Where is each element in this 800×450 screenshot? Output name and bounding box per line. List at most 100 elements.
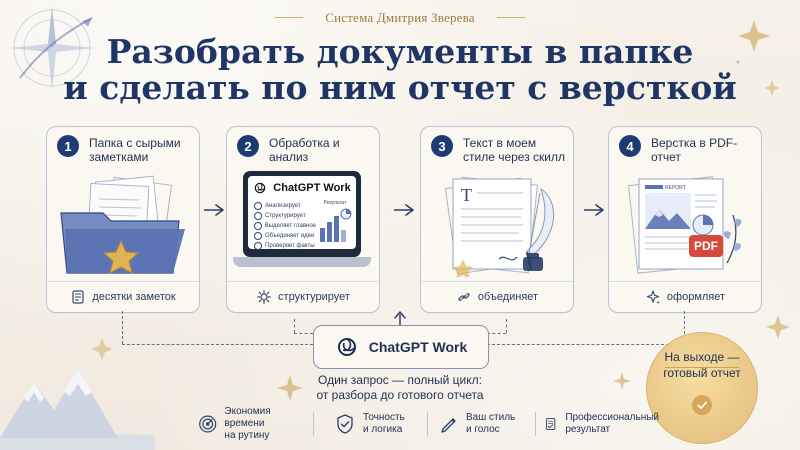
step-footer: десятки заметок (47, 281, 199, 312)
checklist-label: Объединяет идеи (265, 233, 315, 239)
chatgpt-logo-icon (255, 182, 266, 194)
laptop-screen: ChatGPT Work Анализирует Структурирует В… (243, 171, 361, 257)
laptop-app-header: ChatGPT Work (248, 181, 356, 195)
step-footer: структурирует (227, 281, 379, 312)
chatgpt-work-label: ChatGPT Work (368, 339, 468, 355)
benefit-separator (427, 412, 428, 436)
checklist-label: Анализирует (265, 203, 301, 209)
center-caption-line-2: от разбора до готового отчета (316, 388, 484, 402)
laptop-chart-panel: Результат (318, 200, 352, 246)
benefit-text: Ваш стиль и голос (466, 412, 515, 436)
step-number-badge: 4 (619, 135, 641, 157)
document-check-icon (546, 417, 556, 431)
result-badge-line-2: готовый отчет (663, 366, 741, 380)
step-number-badge: 1 (57, 135, 79, 157)
benefit-text: Экономия времени на рутину (224, 406, 303, 442)
benefit-line-1: Точность (363, 412, 405, 423)
step-footer-label: структурирует (278, 291, 350, 303)
check-icon (254, 202, 262, 210)
checklist-item: Выделяет главное (254, 221, 316, 231)
checklist-item: Проверяет факты (254, 241, 316, 251)
step-title: Текст в моем стиле через скилл (463, 136, 566, 164)
step-footer: оформляет (609, 281, 761, 312)
target-icon (199, 415, 217, 433)
check-icon (254, 232, 262, 240)
shield-check-icon (337, 414, 353, 434)
connector-left-vertical (122, 311, 123, 344)
brand-divider-right (497, 17, 525, 18)
benefit-separator (313, 412, 314, 436)
checklist-item: Структурирует (254, 211, 316, 221)
arrow-right-icon (584, 204, 604, 216)
check-icon (254, 242, 262, 250)
connector-right-horizontal (487, 344, 684, 345)
sparkle-icon (646, 290, 661, 305)
check-icon (692, 395, 712, 415)
connector-step2-vertical (294, 319, 295, 333)
page-title-line-2: и сделать по ним отчет с версткой (63, 68, 737, 107)
step-footer-label: объединяет (477, 291, 539, 303)
pdf-tag: PDF (689, 235, 723, 257)
benefit-separator (535, 412, 536, 436)
gear-icon (257, 290, 271, 304)
benefit-line-1: Ваш стиль (466, 412, 516, 423)
connector-right-vertical (684, 311, 685, 344)
laptop-screen-content: ChatGPT Work Анализирует Структурирует В… (248, 176, 356, 251)
report-pages-icon: REPORT (628, 176, 742, 274)
result-badge-text: На выходе — готовый отчет (647, 349, 757, 381)
checklist-item: Анализирует (254, 201, 316, 211)
benefit-item: Профессиональный результат (543, 406, 659, 442)
benefit-line-2: и голос (466, 424, 500, 435)
folder-with-notes-icon (60, 175, 185, 274)
laptop-app-name: ChatGPT Work (273, 182, 351, 194)
page-title: Разобрать документы в папке и сделать по… (0, 34, 800, 106)
checklist-item: Объединяет идеи (254, 231, 316, 241)
checklist-label: Проверяет факты (265, 243, 315, 249)
check-icon (254, 222, 262, 230)
benefit-item: Точность и логика (334, 406, 419, 442)
step-card-2: 2 Обработка и анализ ChatGPT Work Анализ… (226, 126, 380, 313)
step-card-4: 4 Верстка в PDF-отчет REPORT (608, 126, 762, 313)
brand-divider-left (275, 17, 303, 18)
page-title-line-1: Разобрать документы в папке (106, 32, 694, 71)
connector-step3-horizontal (487, 333, 506, 334)
chatgpt-logo-icon (337, 338, 356, 356)
chart-panel-label: Результат (323, 200, 347, 206)
step-number-badge: 2 (237, 135, 259, 157)
benefit-line-1: Экономия времени (224, 406, 271, 429)
connector-left-horizontal (122, 344, 313, 345)
check-icon (254, 212, 262, 220)
center-caption: Один запрос — полный цикл: от разбора до… (288, 373, 512, 403)
brand-label: Система Дмитрия Зверева (325, 10, 475, 25)
center-caption-line-1: Один запрос — полный цикл: (318, 373, 482, 387)
checklist-label: Выделяет главное (264, 223, 316, 229)
benefit-text: Профессиональный результат (565, 412, 659, 436)
benefit-line-1: Профессиональный (565, 412, 659, 423)
connector-step3-vertical (506, 319, 507, 333)
laptop-base (233, 257, 371, 267)
step-title: Обработка и анализ (269, 136, 340, 164)
arrow-right-icon (204, 204, 224, 216)
benefit-line-2: на рутину (224, 430, 270, 441)
benefit-item: Экономия времени на рутину (198, 406, 303, 442)
laptop-icon: ChatGPT Work Анализирует Структурирует В… (233, 171, 373, 277)
laptop-checklist: Анализирует Структурирует Выделяет главн… (254, 201, 316, 251)
benefit-line-2: результат (565, 424, 611, 435)
arrow-right-icon (394, 204, 414, 216)
step-footer-label: десятки заметок (92, 291, 176, 303)
result-badge: На выходе — готовый отчет (646, 332, 758, 444)
pdf-tag-label: PDF (694, 239, 718, 253)
step-card-3: 3 Текст в моем стиле через скилл T объед… (420, 126, 574, 313)
document-and-quill-icon: T (444, 176, 554, 277)
connector-step2-horizontal (294, 333, 313, 334)
result-badge-divider (665, 367, 739, 368)
bar-chart-icon (320, 208, 352, 242)
pen-icon (441, 418, 456, 433)
benefit-text: Точность и логика (363, 412, 405, 436)
checklist-label: Структурирует (265, 213, 306, 219)
step-title: Верстка в PDF-отчет (651, 136, 738, 164)
step-number-badge: 3 (431, 135, 453, 157)
step-title: Папка с сырыми заметками (89, 136, 181, 164)
benefit-line-2: и логика (363, 424, 403, 435)
report-header: REPORT (665, 185, 686, 191)
